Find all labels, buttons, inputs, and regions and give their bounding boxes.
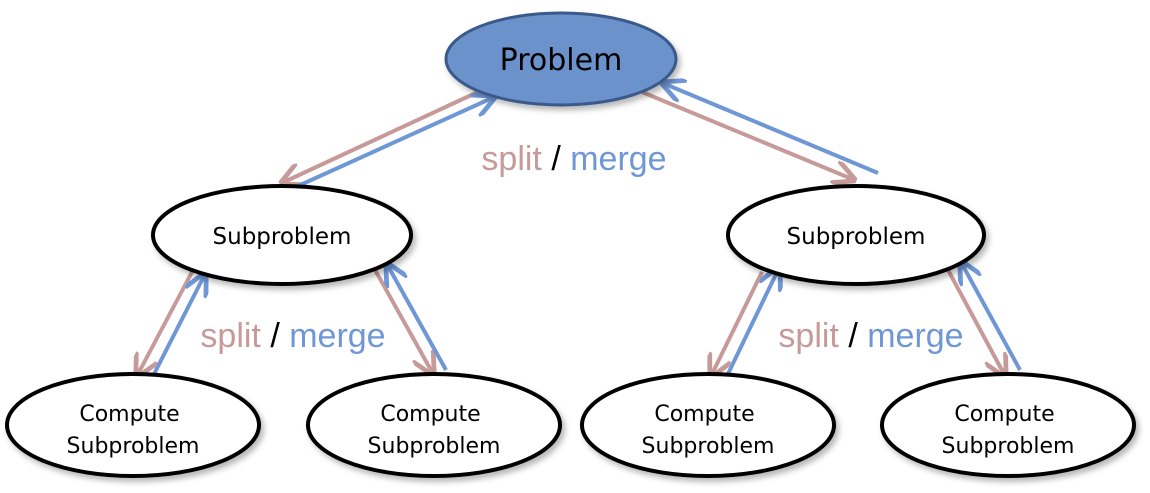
node-subproblem-right-label: Subproblem — [787, 224, 926, 250]
node-problem-shape — [444, 11, 678, 107]
label-line-1: Compute — [380, 402, 480, 427]
arrows — [138, 84, 1022, 379]
split-word: split — [778, 317, 839, 355]
node-compute-subproblem-4-label: Compute Subproblem — [942, 402, 1075, 459]
node-compute-subproblem-3: Compute Subproblem — [580, 372, 836, 478]
split-word: split — [200, 317, 261, 355]
merge-word: merge — [867, 317, 963, 355]
split-arrow-right-to-leaf-3 — [712, 271, 764, 374]
merge-word: merge — [570, 140, 666, 178]
merge-arrow-leaf-1-to-left — [150, 276, 204, 379]
merge-arrow-right-to-root — [665, 84, 879, 175]
split-merge-label-left: split / merge — [200, 317, 385, 355]
split-merge-label-top: split / merge — [481, 140, 666, 178]
split-arrow-left-to-leaf-1 — [138, 271, 194, 374]
node-subproblem-left-label: Subproblem — [213, 224, 352, 250]
node-problem: Problem — [444, 11, 678, 107]
merge-arrow-left-to-root — [297, 98, 492, 188]
slash: / — [839, 317, 867, 355]
label-line-2: Subproblem — [942, 434, 1075, 459]
node-compute-subproblem-4-shape — [880, 372, 1136, 478]
node-subproblem-left-shape — [151, 184, 413, 286]
split-merge-label-right: split / merge — [778, 317, 963, 355]
merge-arrow-leaf-4-to-right — [962, 264, 1022, 371]
node-problem-label: Problem — [500, 43, 623, 78]
merge-arrow-leaf-2-to-left — [388, 266, 448, 371]
node-subproblem-left: Subproblem — [151, 184, 413, 286]
merge-word: merge — [289, 317, 385, 355]
node-compute-subproblem-4: Compute Subproblem — [880, 372, 1136, 478]
split-arrow-root-to-left — [284, 89, 481, 182]
slash: / — [261, 317, 289, 355]
node-compute-subproblem-3-shape — [580, 372, 836, 478]
label-line-1: Compute — [954, 402, 1054, 427]
label-line-1: Compute — [79, 402, 179, 427]
split-arrow-right-to-leaf-4 — [946, 269, 1004, 374]
label-line-2: Subproblem — [642, 434, 775, 459]
node-compute-subproblem-1: Compute Subproblem — [5, 372, 261, 478]
label-line-1: Compute — [654, 402, 754, 427]
merge-arrow-leaf-3-to-right — [724, 270, 778, 379]
node-compute-subproblem-2: Compute Subproblem — [306, 372, 562, 478]
node-compute-subproblem-1-label: Compute Subproblem — [67, 402, 200, 459]
node-compute-subproblem-1-shape — [5, 372, 261, 478]
node-compute-subproblem-2-label: Compute Subproblem — [368, 402, 501, 459]
node-compute-subproblem-2-shape — [306, 372, 562, 478]
split-word: split — [481, 140, 542, 178]
node-subproblem-right: Subproblem — [726, 184, 986, 286]
slash: / — [542, 140, 570, 178]
node-compute-subproblem-3-label: Compute Subproblem — [642, 402, 775, 459]
label-line-2: Subproblem — [67, 434, 200, 459]
split-arrow-root-to-right — [641, 90, 852, 179]
label-line-2: Subproblem — [368, 434, 501, 459]
node-subproblem-right-shape — [726, 184, 986, 286]
